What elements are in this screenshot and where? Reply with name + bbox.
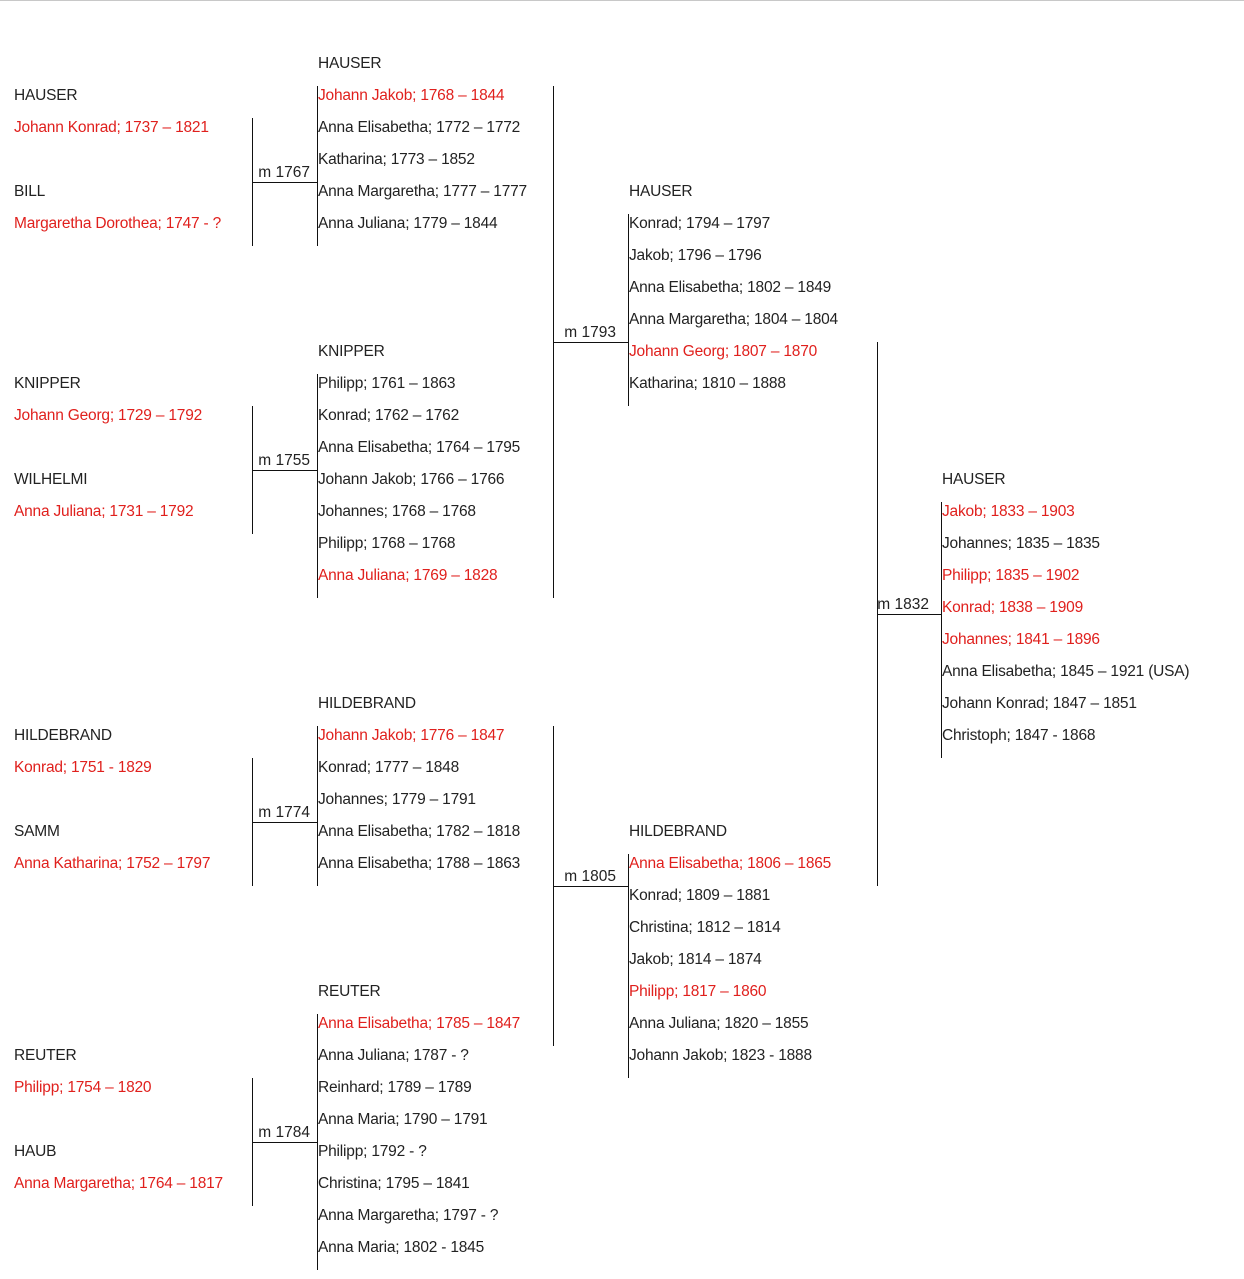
child-entry: Johann Jakob; 1823 - 1888 bbox=[629, 1047, 812, 1064]
children-surname: KNIPPER bbox=[318, 343, 385, 360]
husband-surname: KNIPPER bbox=[14, 375, 81, 392]
wife-name: Anna Juliana; 1731 – 1792 bbox=[14, 503, 194, 520]
child-entry: Anna Elisabetha; 1788 – 1863 bbox=[318, 855, 521, 872]
child-entry: Philipp; 1835 – 1902 bbox=[942, 567, 1080, 584]
children-surname: HILDEBRAND bbox=[318, 695, 416, 712]
top-divider bbox=[0, 0, 1244, 1]
wife-surname: HAUB bbox=[14, 1143, 57, 1160]
child-entry: Anna Elisabetha; 1772 – 1772 bbox=[318, 119, 521, 136]
child-entry: Christina; 1812 – 1814 bbox=[629, 919, 781, 936]
child-entry: Jakob; 1814 – 1874 bbox=[629, 951, 762, 968]
child-entry: Johann Jakob; 1766 – 1766 bbox=[318, 471, 505, 488]
marriage-connector bbox=[252, 1142, 317, 1143]
marriage-label: m 1767 bbox=[258, 164, 310, 181]
wife-name: Anna Margaretha; 1764 – 1817 bbox=[14, 1175, 223, 1192]
marriage-connector bbox=[877, 614, 941, 615]
child-entry: Anna Juliana; 1779 – 1844 bbox=[318, 215, 498, 232]
child-entry: Anna Margaretha; 1797 - ? bbox=[318, 1207, 499, 1224]
child-entry: Anna Elisabetha; 1764 – 1795 bbox=[318, 439, 521, 456]
child-entry: Johann Georg; 1807 – 1870 bbox=[629, 343, 818, 360]
child-entry: Jakob; 1833 – 1903 bbox=[942, 503, 1075, 520]
child-entry: Anna Elisabetha; 1785 – 1847 bbox=[318, 1015, 521, 1032]
child-entry: Anna Margaretha; 1804 – 1804 bbox=[629, 311, 838, 328]
child-entry: Anna Elisabetha; 1802 – 1849 bbox=[629, 279, 832, 296]
child-entry: Konrad; 1777 – 1848 bbox=[318, 759, 459, 776]
child-entry: Johann Konrad; 1847 – 1851 bbox=[942, 695, 1137, 712]
child-entry: Konrad; 1809 – 1881 bbox=[629, 887, 770, 904]
marriage-connector bbox=[553, 342, 628, 343]
children-surname: REUTER bbox=[318, 983, 381, 1000]
marriage-connector bbox=[252, 822, 317, 823]
child-entry: Philipp; 1768 – 1768 bbox=[318, 535, 456, 552]
children-surname: HAUSER bbox=[629, 183, 693, 200]
child-entry: Johannes; 1768 – 1768 bbox=[318, 503, 476, 520]
child-entry: Anna Juliana; 1820 – 1855 bbox=[629, 1015, 809, 1032]
wife-name: Anna Katharina; 1752 – 1797 bbox=[14, 855, 211, 872]
husband-surname: REUTER bbox=[14, 1047, 77, 1064]
marriage-connector bbox=[553, 886, 628, 887]
child-entry: Anna Maria; 1802 - 1845 bbox=[318, 1239, 485, 1256]
child-entry: Philipp; 1792 - ? bbox=[318, 1143, 427, 1160]
child-entry: Johannes; 1841 – 1896 bbox=[942, 631, 1100, 648]
husband-name: Konrad; 1751 - 1829 bbox=[14, 759, 152, 776]
wife-name: Margaretha Dorothea; 1747 - ? bbox=[14, 215, 222, 232]
children-surname: HILDEBRAND bbox=[629, 823, 727, 840]
husband-name: Johann Konrad; 1737 – 1821 bbox=[14, 119, 209, 136]
child-entry: Katharina; 1773 – 1852 bbox=[318, 151, 475, 168]
marriage-label: m 1784 bbox=[258, 1124, 310, 1141]
wife-surname: WILHELMI bbox=[14, 471, 88, 488]
child-entry: Anna Juliana; 1787 - ? bbox=[318, 1047, 469, 1064]
marriage-label: m 1774 bbox=[258, 804, 310, 821]
child-entry: Anna Elisabetha; 1845 – 1921 (USA) bbox=[942, 663, 1190, 680]
child-entry: Anna Juliana; 1769 – 1828 bbox=[318, 567, 498, 584]
husband-name: Philipp; 1754 – 1820 bbox=[14, 1079, 152, 1096]
children-surname: HAUSER bbox=[942, 471, 1006, 488]
child-entry: Christoph; 1847 - 1868 bbox=[942, 727, 1096, 744]
child-entry: Anna Maria; 1790 – 1791 bbox=[318, 1111, 488, 1128]
marriage-connector bbox=[252, 470, 317, 471]
children-surname: HAUSER bbox=[318, 55, 382, 72]
husband-name: Johann Georg; 1729 – 1792 bbox=[14, 407, 203, 424]
children-bracket-line bbox=[317, 374, 318, 598]
marriage-label: m 1805 bbox=[564, 868, 616, 885]
children-bracket-line bbox=[317, 1014, 318, 1270]
marriage-label: m 1832 bbox=[877, 596, 929, 613]
marriage-connector bbox=[252, 182, 317, 183]
child-entry: Johannes; 1835 – 1835 bbox=[942, 535, 1100, 552]
children-bracket-line bbox=[628, 854, 629, 1078]
child-entry: Konrad; 1838 – 1909 bbox=[942, 599, 1083, 616]
child-entry: Christina; 1795 – 1841 bbox=[318, 1175, 470, 1192]
husband-surname: HAUSER bbox=[14, 87, 78, 104]
child-entry: Konrad; 1762 – 1762 bbox=[318, 407, 459, 424]
wife-surname: SAMM bbox=[14, 823, 60, 840]
husband-surname: HILDEBRAND bbox=[14, 727, 112, 744]
child-entry: Katharina; 1810 – 1888 bbox=[629, 375, 786, 392]
children-bracket-line bbox=[317, 726, 318, 886]
wife-surname: BILL bbox=[14, 183, 46, 200]
child-entry: Johann Jakob; 1768 – 1844 bbox=[318, 87, 505, 104]
child-entry: Anna Elisabetha; 1782 – 1818 bbox=[318, 823, 521, 840]
marriage-label: m 1793 bbox=[564, 324, 616, 341]
child-entry: Johannes; 1779 – 1791 bbox=[318, 791, 476, 808]
children-bracket-line bbox=[628, 214, 629, 406]
child-entry: Anna Elisabetha; 1806 – 1865 bbox=[629, 855, 832, 872]
child-entry: Reinhard; 1789 – 1789 bbox=[318, 1079, 472, 1096]
child-entry: Johann Jakob; 1776 – 1847 bbox=[318, 727, 505, 744]
marriage-label: m 1755 bbox=[258, 452, 310, 469]
child-entry: Philipp; 1761 – 1863 bbox=[318, 375, 456, 392]
children-bracket-line bbox=[317, 86, 318, 246]
child-entry: Philipp; 1817 – 1860 bbox=[629, 983, 767, 1000]
child-entry: Anna Margaretha; 1777 – 1777 bbox=[318, 183, 527, 200]
children-bracket-line bbox=[941, 502, 942, 758]
child-entry: Konrad; 1794 – 1797 bbox=[629, 215, 770, 232]
child-entry: Jakob; 1796 – 1796 bbox=[629, 247, 762, 264]
